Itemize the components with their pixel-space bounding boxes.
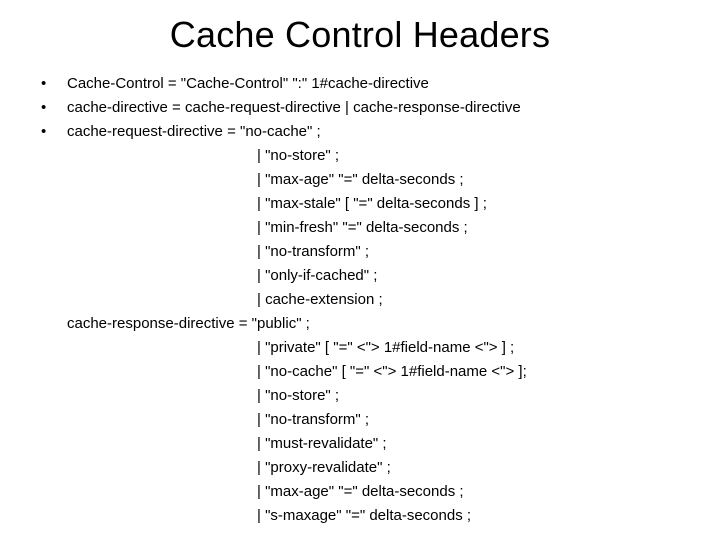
alternative-line: | "no-store" ; bbox=[0, 144, 720, 168]
slide-body: • Cache-Control = "Cache-Control" ":" 1#c… bbox=[0, 72, 720, 528]
line-text: | "no-store" ; bbox=[257, 147, 340, 164]
alternative-line: | "no-store" ; bbox=[0, 384, 720, 408]
line-text: | "max-age" "=" delta-seconds ; bbox=[257, 171, 464, 188]
production-head-line: cache-response-directive = "public" ; bbox=[0, 312, 720, 336]
bullet-list-item: • Cache-Control = "Cache-Control" ":" 1#c… bbox=[0, 72, 720, 96]
bullet-list-item: • cache-directive = cache-request-directi… bbox=[0, 96, 720, 120]
alternative-line: | "no-transform" ; bbox=[0, 240, 720, 264]
alternative-line: | "s-maxage" "=" delta-seconds ; bbox=[0, 504, 720, 528]
line-text: | "s-maxage" "=" delta-seconds ; bbox=[257, 507, 472, 524]
line-text: | "private" [ "=" <"> 1#field-name <"> ]… bbox=[257, 339, 515, 356]
bullet-icon: • bbox=[41, 75, 47, 92]
line-text: | "max-stale" [ "=" delta-seconds ] ; bbox=[257, 195, 487, 212]
line-text: | "max-age" "=" delta-seconds ; bbox=[257, 483, 464, 500]
bullet-icon: • bbox=[41, 99, 47, 116]
line-text: | "no-store" ; bbox=[257, 387, 340, 404]
bullet-list-item: • cache-request-directive = "no-cache" ; bbox=[0, 120, 720, 144]
line-text: Cache-Control = "Cache-Control" ":" 1#ca… bbox=[67, 75, 429, 92]
bullet-icon: • bbox=[41, 123, 47, 140]
alternative-line: | "only-if-cached" ; bbox=[0, 264, 720, 288]
line-text: | "no-transform" ; bbox=[257, 411, 370, 428]
alternative-line: | "no-transform" ; bbox=[0, 408, 720, 432]
line-text: cache-response-directive = "public" ; bbox=[67, 315, 310, 332]
line-text: | "proxy-revalidate" ; bbox=[257, 459, 391, 476]
line-text: | cache-extension ; bbox=[257, 291, 383, 308]
alternative-line: | "max-age" "=" delta-seconds ; bbox=[0, 168, 720, 192]
line-text: | "no-cache" [ "=" <"> 1#field-name <"> … bbox=[257, 363, 527, 380]
line-text: | "only-if-cached" ; bbox=[257, 267, 378, 284]
alternative-line: | "min-fresh" "=" delta-seconds ; bbox=[0, 216, 720, 240]
alternative-line: | "no-cache" [ "=" <"> 1#field-name <"> … bbox=[0, 360, 720, 384]
alternative-line: | cache-extension ; bbox=[0, 288, 720, 312]
line-text: | "min-fresh" "=" delta-seconds ; bbox=[257, 219, 468, 236]
alternative-line: | "private" [ "=" <"> 1#field-name <"> ]… bbox=[0, 336, 720, 360]
alternative-line: | "max-stale" [ "=" delta-seconds ] ; bbox=[0, 192, 720, 216]
alternative-line: | "must-revalidate" ; bbox=[0, 432, 720, 456]
line-text: | "no-transform" ; bbox=[257, 243, 370, 260]
alternative-line: | "proxy-revalidate" ; bbox=[0, 456, 720, 480]
line-text: cache-directive = cache-request-directiv… bbox=[67, 99, 521, 116]
alternative-line: | "max-age" "=" delta-seconds ; bbox=[0, 480, 720, 504]
page-title: Cache Control Headers bbox=[169, 14, 551, 55]
line-text: | "must-revalidate" ; bbox=[257, 435, 387, 452]
line-text: cache-request-directive = "no-cache" ; bbox=[67, 123, 321, 140]
